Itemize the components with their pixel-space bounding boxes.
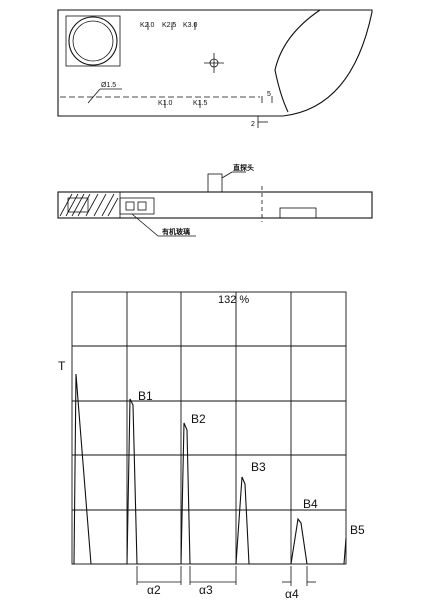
waveform-frame xyxy=(71,291,347,565)
block-top-view: K2.0 K2.5 K3.0 Ø1.5 K1.0 K1.5 5 2 xyxy=(57,9,373,128)
edge-dim-2: 2 xyxy=(251,121,255,128)
plexiglass-label: 有机玻璃 xyxy=(162,227,190,236)
block-outline xyxy=(57,9,373,117)
echo-label-b1: B1 xyxy=(138,389,153,403)
hole-diameter-label: Ø1.5 xyxy=(101,82,116,89)
gap-markers xyxy=(136,566,316,586)
small-hole-crosshair xyxy=(204,53,224,73)
waveform-display: 132 % T B1 B2 B3 B4 B5 α2 α3 α4 xyxy=(58,291,365,601)
arc-cutout xyxy=(274,9,321,113)
step-dim-k20: K2.0 xyxy=(140,22,155,29)
step-dim-k30: K3.0 xyxy=(183,22,198,29)
initial-pulse-label: T xyxy=(58,359,66,373)
probe-label: 直探头 xyxy=(233,163,254,172)
waveform-grid xyxy=(72,292,346,564)
gap-label-a4: α4 xyxy=(285,587,299,601)
hatch-lines xyxy=(59,193,119,217)
gap-label-a3: α3 xyxy=(199,583,213,597)
echo-label-b5: B5 xyxy=(350,523,365,537)
zoom-level-label: 132 % xyxy=(218,294,249,306)
echo-trace xyxy=(72,373,347,565)
large-hole xyxy=(65,15,121,67)
block-side-view: 直探头 有机玻璃 xyxy=(57,163,373,237)
echo-label-b2: B2 xyxy=(191,412,206,426)
probe-body xyxy=(207,173,223,193)
gap-label-a2: α2 xyxy=(147,583,161,597)
step-dim-k25: K2.5 xyxy=(162,22,177,29)
lower-dim-k15: K1.5 xyxy=(193,100,208,107)
lower-dim-k10: K1.0 xyxy=(158,100,173,107)
echo-label-b3: B3 xyxy=(251,460,266,474)
hole-dim-5: 5 xyxy=(267,91,271,98)
echo-label-b4: B4 xyxy=(303,497,318,511)
